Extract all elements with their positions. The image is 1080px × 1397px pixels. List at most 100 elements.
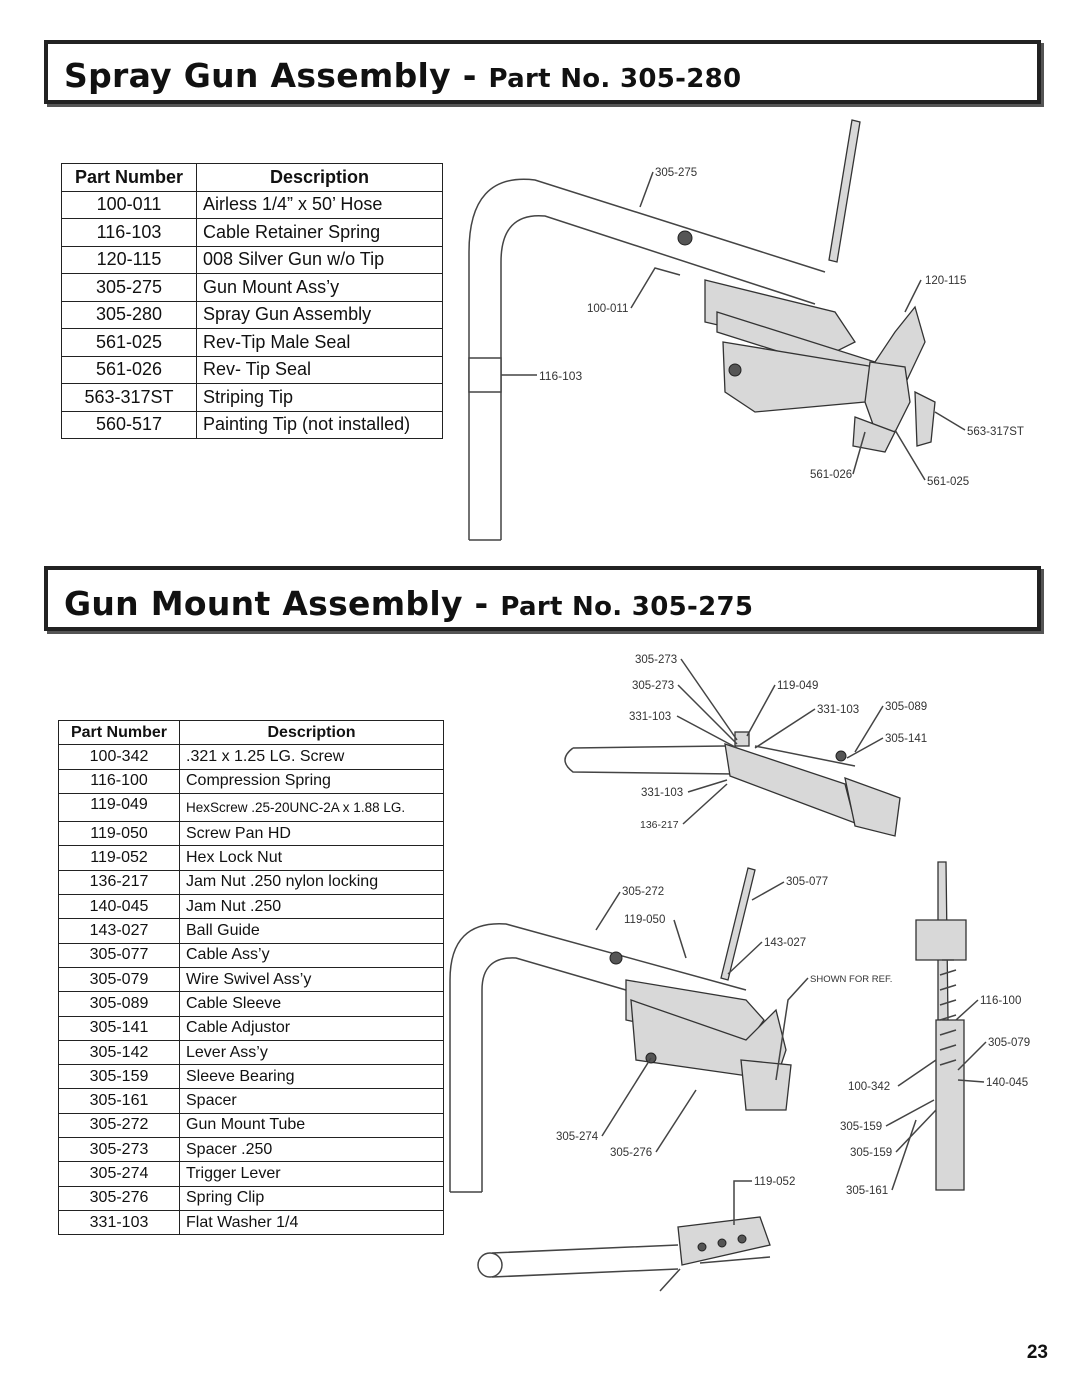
callout-label: 305-273 [632, 680, 674, 692]
header-part-number: Part Number [61, 163, 197, 192]
part-description: Cable Adjustor [179, 1015, 444, 1041]
callout-label: 116-100 [980, 995, 1021, 1007]
callout-label: 119-050 [624, 914, 665, 926]
callout-label: 305-159 [840, 1121, 882, 1133]
callout-label: 136-217 [640, 819, 679, 831]
callout-label: 305-089 [885, 701, 927, 713]
part-number: 100-011 [61, 190, 197, 219]
spray-gun-title-box: Spray Gun Assembly - Part No. 305-280 [44, 40, 1041, 104]
part-description: Airless 1/4” x 50’ Hose [196, 190, 443, 219]
part-number: 100-342 [58, 744, 180, 770]
gun-mount-title-main: Gun Mount Assembly - [64, 584, 501, 623]
gun-mount-bottom-diagram: 119-052 [477, 1176, 795, 1292]
callout-label: 331-103 [629, 711, 671, 723]
part-number: 119-052 [58, 845, 180, 871]
callout-label: 561-026 [810, 469, 852, 481]
gun-mount-side-diagram: 305-272 305-077 119-050 143-027 SHOWN FO… [449, 861, 1030, 1197]
callout-label: 119-052 [754, 1176, 795, 1188]
callout-label: 305-161 [846, 1185, 888, 1197]
part-number: 305-272 [58, 1112, 180, 1139]
part-description: Spacer .250 [179, 1137, 444, 1163]
callout-label: 305-274 [556, 1131, 599, 1143]
part-description: Hex Lock Nut [179, 845, 444, 871]
header-description: Description [179, 719, 444, 746]
part-number: 305-276 [58, 1185, 180, 1211]
spray-gun-title-main: Spray Gun Assembly - [64, 56, 489, 95]
callout-label: 561-025 [927, 476, 969, 488]
part-number: 305-077 [58, 942, 180, 968]
part-description: Striping Tip [196, 383, 443, 412]
part-description: Rev- Tip Seal [196, 355, 443, 384]
part-number: 143-027 [58, 918, 180, 944]
callout-label: 116-103 [539, 369, 582, 383]
header-part-number: Part Number [58, 719, 180, 746]
callout-label: 140-045 [986, 1077, 1028, 1089]
part-number: 561-025 [61, 328, 197, 357]
callout-label: 120-115 [925, 275, 966, 287]
gun-mount-title-box: Gun Mount Assembly - Part No. 305-275 [44, 566, 1041, 631]
callout-label: 119-049 [777, 680, 818, 692]
part-description: Trigger Lever [179, 1161, 444, 1187]
part-description: Cable Ass’y [179, 942, 444, 968]
part-description: Screw Pan HD [179, 821, 444, 847]
callout-label: SHOWN FOR REF. [810, 974, 892, 985]
callout-label: 305-272 [622, 886, 664, 898]
part-number: 116-100 [58, 768, 180, 794]
part-description: Cable Sleeve [179, 991, 444, 1017]
part-number: 563-317ST [61, 383, 197, 412]
cable-retainer-spring-part [468, 357, 502, 393]
part-description: Flat Washer 1/4 [179, 1209, 444, 1236]
table-header-row: Part Number Description [61, 163, 443, 192]
part-description: Gun Mount Ass’y [196, 273, 443, 302]
part-description: .321 x 1.25 LG. Screw [179, 744, 444, 770]
callout-label: 305-273 [635, 654, 677, 666]
part-number: 305-280 [61, 300, 197, 329]
callout-label: 100-011 [587, 303, 628, 315]
part-number: 305-141 [58, 1015, 180, 1041]
part-description: Sleeve Bearing [179, 1064, 444, 1090]
part-description: Jam Nut .250 nylon locking [179, 869, 444, 896]
callout-label: 305-141 [885, 733, 927, 745]
part-number: 116-103 [61, 218, 197, 247]
part-number: 305-275 [61, 273, 197, 302]
part-description: Spray Gun Assembly [196, 300, 443, 329]
part-number: 305-142 [58, 1039, 180, 1066]
part-number: 119-049 [58, 792, 180, 823]
part-description: Ball Guide [179, 918, 444, 944]
callout-label: 305-077 [786, 876, 828, 888]
spray-gun-title: Spray Gun Assembly - Part No. 305-280 [64, 56, 741, 95]
spray-gun-diagram: 305-275 120-115 100-011 116-103 563-317S… [468, 119, 1024, 541]
part-number: 305-161 [58, 1088, 180, 1114]
gun-mount-parts-table: Part Number Description 100-342.321 x 1.… [58, 719, 444, 1236]
callout-label: 143-027 [764, 937, 806, 949]
page-number: 23 [1026, 1342, 1048, 1363]
part-number: 119-050 [58, 821, 180, 847]
part-description: 008 Silver Gun w/o Tip [196, 245, 443, 274]
table-row: 100-342.321 x 1.25 LG. Screw [58, 744, 444, 770]
callout-label: 305-275 [655, 167, 697, 179]
part-description: Compression Spring [179, 768, 444, 794]
part-number: 305-089 [58, 991, 180, 1017]
header-description: Description [196, 163, 443, 192]
callout-label: 563-317ST [967, 426, 1024, 438]
part-description: Wire Swivel Ass’y [179, 966, 444, 993]
part-number: 136-217 [58, 869, 180, 896]
part-description: Painting Tip (not installed) [196, 410, 443, 439]
